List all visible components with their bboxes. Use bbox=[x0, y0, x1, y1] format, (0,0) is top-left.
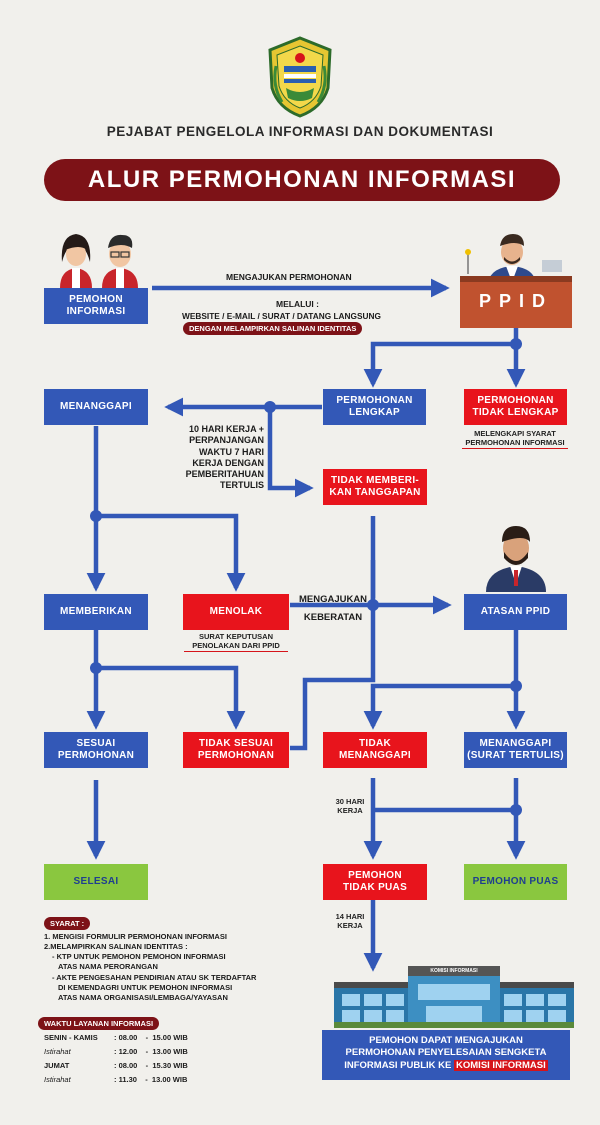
applicants-illustration bbox=[50, 226, 148, 288]
regional-emblem-logo bbox=[262, 36, 338, 118]
waktu-row: JUMAT : 08.00 - 15.30 WIB bbox=[44, 1061, 244, 1070]
arrow-tidak-sesuai-atasan bbox=[290, 605, 376, 751]
waktu-title: WAKTU LAYANAN INFORMASI bbox=[38, 1017, 160, 1030]
box-tidak-memberikan-tanggapan: TIDAK MEMBERI- KAN TANGGAPAN bbox=[323, 469, 427, 505]
label-channels: WEBSITE / E-MAIL / SURAT / DATANG LANGSU… bbox=[182, 311, 381, 321]
box-atasan-ppid: ATASAN PPID bbox=[464, 594, 567, 630]
syarat-title: SYARAT : bbox=[44, 917, 91, 930]
box-sesuai-permohonan: SESUAI PERMOHONAN bbox=[44, 732, 148, 768]
arrow-atasan-tidak-menanggapi bbox=[363, 683, 516, 730]
syarat-item: - KTP UNTUK PEMOHON PEMOHON INFORMASI bbox=[52, 952, 226, 962]
arrow-to-tidak-memberikan bbox=[267, 407, 314, 498]
ppid-officer-illustration bbox=[460, 224, 572, 328]
waktu-day: SENIN - KAMIS bbox=[44, 1033, 98, 1042]
waktu-row: Istirahat : 11.30 - 13.00 WIB bbox=[44, 1075, 244, 1084]
main-title: ALUR PERMOHONAN INFORMASI bbox=[87, 166, 517, 193]
label-14-hari-kerja: 14 HARI KERJA bbox=[335, 912, 365, 930]
waktu-day: Istirahat bbox=[44, 1047, 71, 1056]
box-pemohon-informasi: PEMOHON INFORMASI bbox=[44, 288, 148, 324]
building-sign: KOMISI INFORMASI bbox=[430, 968, 478, 974]
label-surat-keputusan: SURAT KEPUTUSAN PENOLAKAN DARI PPID bbox=[184, 632, 288, 652]
label-hari-kerja: 10 HARI KERJA + PERPANJANGAN WAKTU 7 HAR… bbox=[185, 424, 264, 491]
komisi-informasi-building-illustration bbox=[334, 966, 574, 1028]
arrow-ppid-split bbox=[363, 328, 519, 388]
box-menanggapi-surat-tertulis: MENANGGAPI (SURAT TERTULIS) bbox=[464, 732, 567, 768]
komisi-box: PEMOHON DAPAT MENGAJUKAN PERMOHONAN PENY… bbox=[322, 1030, 570, 1080]
waktu-day: Istirahat bbox=[44, 1075, 71, 1084]
box-tidak-menanggapi: TIDAK MENANGGAPI bbox=[323, 732, 427, 768]
main-title-banner: ALUR PERMOHONAN INFORMASI bbox=[44, 159, 560, 201]
label-mengajukan-permohonan: MENGAJUKAN PERMOHONAN bbox=[226, 272, 352, 282]
waktu-time: : 12.00 - 13.00 WIB bbox=[114, 1047, 188, 1056]
syarat-list: 1. MENGISI FORMULIR PERMOHONAN INFORMASI… bbox=[44, 932, 294, 1003]
label-mengajukan-keberatan: MENGAJUKAN KEBERATAN bbox=[298, 594, 368, 624]
arrow-to-menolak bbox=[96, 513, 246, 592]
box-permohonan-tidak-lengkap: PERMOHONAN TIDAK LENGKAP bbox=[464, 389, 567, 425]
waktu-time: : 08.00 - 15.00 WIB bbox=[114, 1033, 188, 1042]
box-menanggapi: MENANGGAPI bbox=[44, 389, 148, 425]
komisi-text: PEMOHON DAPAT MENGAJUKAN PERMOHONAN PENY… bbox=[344, 1035, 547, 1071]
box-menolak: MENOLAK bbox=[183, 594, 289, 630]
waktu-row: SENIN - KAMIS : 08.00 - 15.00 WIB bbox=[44, 1033, 244, 1042]
syarat-item: ATAS NAMA ORGANISASI/LEMBAGA/YAYASAN bbox=[58, 992, 228, 1002]
ppid-desk-label: PPID bbox=[478, 291, 553, 311]
box-tidak-sesuai-permohonan: TIDAK SESUAI PERMOHONAN bbox=[183, 732, 289, 768]
box-pemohon-tidak-puas: PEMOHON TIDAK PUAS bbox=[323, 864, 427, 900]
syarat-item: ATAS NAMA PERORANGAN bbox=[58, 962, 158, 972]
waktu-row: Istirahat : 12.00 - 13.00 WIB bbox=[44, 1047, 244, 1056]
label-melengkapi-syarat: MELENGKAPI SYARAT PERMOHONAN INFORMASI bbox=[462, 429, 568, 449]
org-title: PEJABAT PENGELOLA INFORMASI DAN DOKUMENT… bbox=[106, 124, 494, 139]
atasan-ppid-illustration bbox=[484, 520, 548, 592]
waktu-time: : 08.00 - 15.30 WIB bbox=[114, 1061, 188, 1070]
box-selesai: SELESAI bbox=[44, 864, 148, 900]
box-pemohon-puas: PEMOHON PUAS bbox=[464, 864, 567, 900]
syarat-item: DI KEMENDAGRI UNTUK PEMOHON INFORMASI bbox=[58, 982, 233, 992]
syarat-item: 2.MELAMPIRKAN SALINAN IDENTITAS : bbox=[44, 942, 188, 952]
label-lampiran-pill: DENGAN MELAMPIRKAN SALINAN IDENTITAS bbox=[183, 322, 363, 335]
label-melalui: MELALUI : bbox=[276, 299, 319, 309]
box-permohonan-lengkap: PERMOHONAN LENGKAP bbox=[323, 389, 426, 425]
box-memberikan: MEMBERIKAN bbox=[44, 594, 148, 630]
waktu-day: JUMAT bbox=[44, 1061, 70, 1070]
komisi-highlight: KOMISI INFORMASI bbox=[454, 1059, 548, 1071]
syarat-item: - AKTE PENGESAHAN PENDIRIAN ATAU SK TERD… bbox=[52, 972, 257, 982]
syarat-item: 1. MENGISI FORMULIR PERMOHONAN INFORMASI bbox=[44, 932, 227, 941]
label-30-hari-kerja: 30 HARI KERJA bbox=[335, 797, 365, 815]
waktu-time: : 11.30 - 13.00 WIB bbox=[114, 1075, 188, 1084]
arrow-to-tidak-sesuai bbox=[96, 665, 246, 730]
